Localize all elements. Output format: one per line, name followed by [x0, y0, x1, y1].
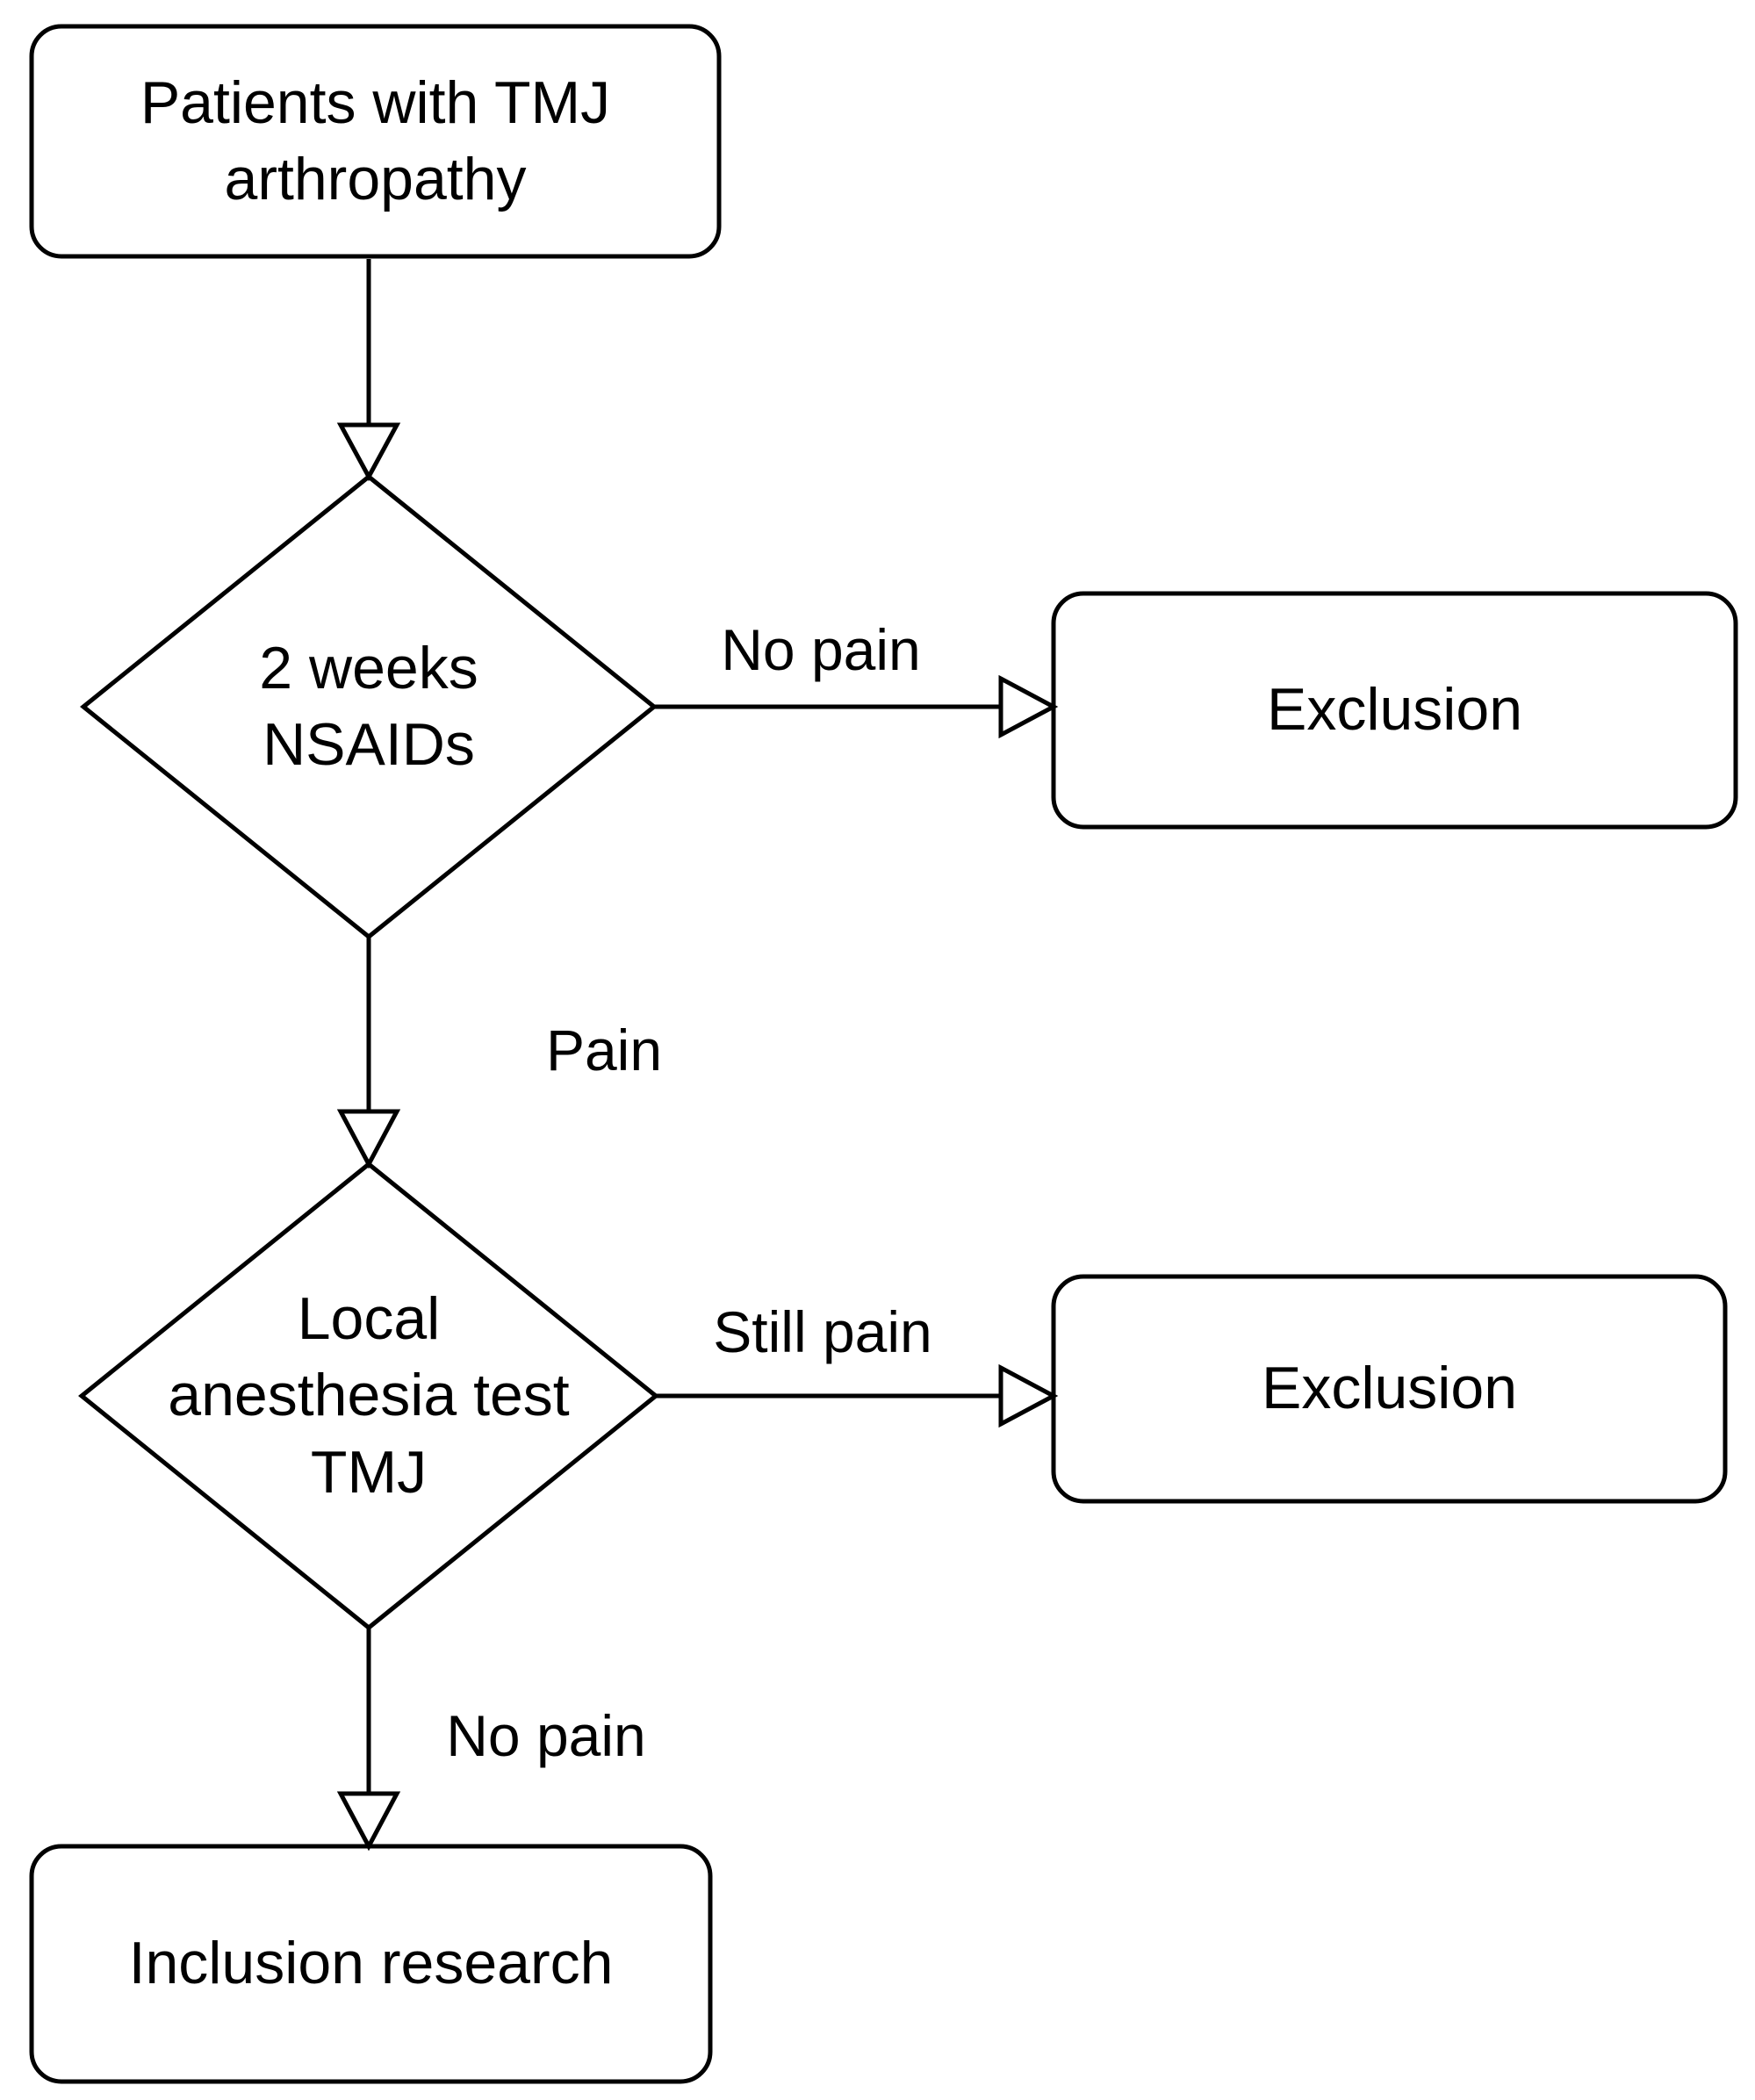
node-decision-nsaids-label: 2 weeks NSAIDs [259, 634, 478, 778]
node-exclusion-1-label: Exclusion [1266, 676, 1523, 744]
edge-nsaids-to-anesthesia-arrowhead [336, 1109, 401, 1169]
node-inclusion-label: Inclusion research [128, 1930, 614, 1997]
edge-anesthesia-to-inclusion-arrowhead [336, 1791, 401, 1852]
edge-label-no-pain-1: No pain [721, 617, 921, 682]
edge-nsaids-to-exclusion1-arrowhead [998, 674, 1059, 739]
edge-anesthesia-to-exclusion2-arrowhead [998, 1363, 1059, 1428]
node-decision-anesthesia-label: Local anesthesia test TMJ [168, 1285, 570, 1506]
node-start-label: Patients with TMJ arthropathy [140, 68, 611, 212]
node-exclusion-1-shape [1051, 591, 1738, 830]
node-exclusion-2-shape [1051, 1274, 1728, 1504]
node-start-shape [29, 24, 722, 259]
edge-label-no-pain-2: No pain [446, 1703, 646, 1768]
node-exclusion-2-label: Exclusion [1261, 1355, 1518, 1422]
edge-label-pain: Pain [545, 1018, 663, 1082]
edge-label-still-pain: Still pain [713, 1299, 932, 1364]
edge-start-to-nsaids-arrowhead [336, 422, 401, 482]
